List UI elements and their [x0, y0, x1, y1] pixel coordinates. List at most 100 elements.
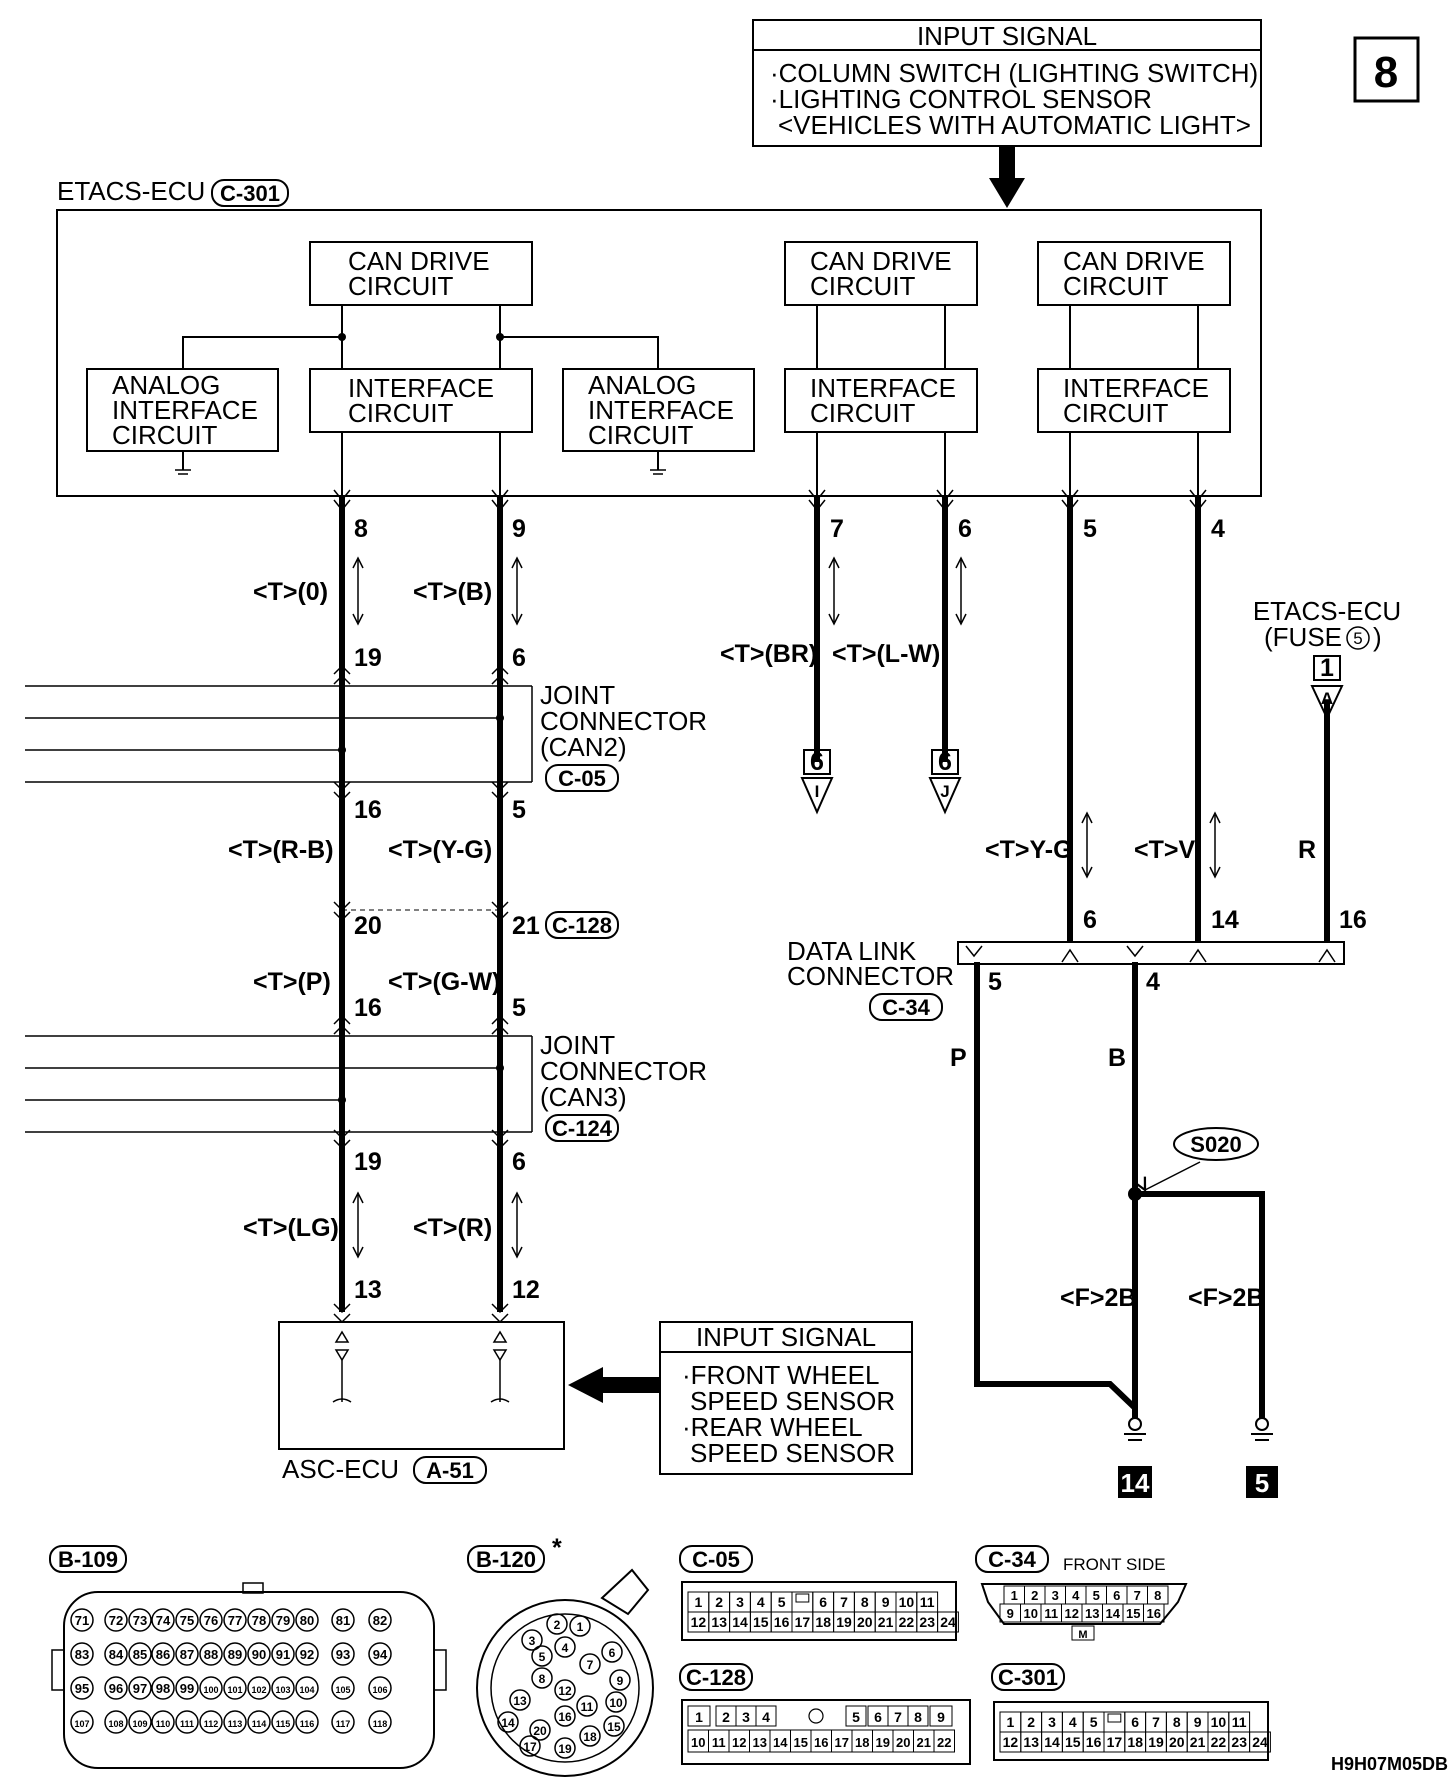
pin-circle [175, 1710, 199, 1734]
pin-circle [531, 1645, 553, 1667]
svg-text:SPEED SENSOR: SPEED SENSOR [690, 1438, 895, 1468]
pin-number: 4 [762, 1709, 770, 1725]
pin-number: 109 [132, 1719, 147, 1729]
pin-number: 12 [1003, 1734, 1019, 1750]
pin-circle [497, 1711, 519, 1733]
pin-circle [151, 1710, 175, 1734]
pin-number: 22 [1211, 1734, 1227, 1750]
pin-number: 110 [156, 1719, 171, 1729]
pin-number: 3 [529, 1634, 536, 1648]
pin-5a: 5 [512, 796, 526, 824]
pin-circle [128, 1608, 152, 1632]
pin-13: 13 [354, 1276, 382, 1304]
key-slot [1107, 1713, 1122, 1723]
pin-circle [368, 1676, 392, 1700]
pin-circle [70, 1710, 94, 1734]
pin-circle [199, 1710, 223, 1734]
pin-number: 3 [736, 1594, 744, 1610]
pin-number: 106 [372, 1685, 387, 1695]
pin-circle [331, 1642, 355, 1666]
etacs-fuse-l2: (FUSE [1264, 622, 1342, 652]
pin-circle [605, 1691, 627, 1713]
pin-number: 11 [1232, 1714, 1247, 1730]
key-slot [1071, 1625, 1095, 1641]
etacs-ecu-label: ETACS-ECU [57, 176, 205, 206]
pin-number: 71 [75, 1613, 89, 1628]
pin-number: 15 [1126, 1606, 1140, 1621]
pin-number: 84 [109, 1647, 124, 1662]
pin-circle [603, 1715, 625, 1737]
wire-label-lw: <T>(L-W) [832, 640, 940, 668]
etacs-ecu-frame [56, 209, 1262, 497]
pin-circle [104, 1642, 128, 1666]
pin-number: 17 [1107, 1734, 1123, 1750]
pin-number: 16 [1086, 1734, 1102, 1750]
pin-circle [151, 1676, 175, 1700]
pin-number: 4 [1069, 1714, 1077, 1730]
pin-circle [368, 1642, 392, 1666]
pin-circle [70, 1608, 94, 1632]
can-drive-1-l1: CAN DRIVE [348, 246, 490, 276]
pin-number: 2 [715, 1594, 723, 1610]
pin-number: 3 [1048, 1714, 1056, 1730]
pin-circle [199, 1608, 223, 1632]
pin-number: 23 [919, 1614, 935, 1630]
splice-label: S020 [1190, 1132, 1241, 1157]
can-drive-2-l2: CIRCUIT [810, 271, 916, 301]
top-input-signal-box: INPUT SIGNAL ·COLUMN SWITCH (LIGHTING SW… [752, 19, 1262, 147]
pin-number: 6 [874, 1709, 882, 1725]
pin-circle [519, 1735, 541, 1757]
dlc-pin-5: 5 [988, 968, 1002, 996]
pin-circle [104, 1710, 128, 1734]
pin-circle [576, 1695, 598, 1717]
pin-cell [937, 1611, 959, 1633]
pin-number: 11 [920, 1594, 935, 1610]
pin-number: 17 [795, 1614, 811, 1630]
pin-number: 113 [228, 1719, 243, 1729]
pin-cell [929, 1705, 953, 1727]
pin-number: 10 [899, 1594, 915, 1610]
pin-number: 5 [852, 1709, 860, 1725]
pin-number: 11 [712, 1735, 726, 1750]
pin-circle [223, 1642, 247, 1666]
wire-label-lg: <T>(LG) [243, 1214, 339, 1242]
wire-label-br: <T>(BR) [720, 640, 817, 668]
ref-connector-i: 6 I [800, 748, 834, 815]
asc-internal-icon [332, 1330, 510, 1403]
etacs-pin-6: 6 [958, 515, 972, 543]
pin-number: 22 [937, 1735, 951, 1750]
can-drive-3-l1: CAN DRIVE [1063, 246, 1205, 276]
etacs-fuse-l1: ETACS-ECU [1253, 596, 1401, 626]
pin-number: 7 [1152, 1714, 1160, 1730]
dlc-code: C-34 [882, 995, 930, 1020]
pin-circle [223, 1608, 247, 1632]
pin-circle [175, 1642, 199, 1666]
pin-cell [933, 1729, 955, 1753]
pin-number: 75 [180, 1613, 194, 1628]
analog-1-l2: INTERFACE [112, 395, 258, 425]
pin-circle [128, 1676, 152, 1700]
wire-label-pp: P [950, 1044, 967, 1072]
pin-circle [531, 1667, 553, 1689]
ground-icon [1124, 1417, 1273, 1441]
analog-2-l2: INTERFACE [588, 395, 734, 425]
pin-number: 23 [1231, 1734, 1247, 1750]
pin-number: 8 [1154, 1588, 1161, 1603]
bidirectional-arrow-icon [352, 556, 1221, 1259]
pin-20: 20 [354, 912, 382, 940]
pin-circle [175, 1676, 199, 1700]
etacs-pin-7: 7 [830, 515, 844, 543]
pin-number: 74 [156, 1613, 171, 1628]
etacs-fuse-l2-end: ) [1373, 622, 1382, 652]
pin-19b: 19 [354, 1148, 382, 1176]
etacs-pin-8: 8 [354, 515, 368, 543]
pin-6a: 6 [512, 644, 526, 672]
etacs-fuse-number: 5 [1353, 629, 1362, 648]
joint-connector-can2-outline [25, 685, 533, 783]
pin-number: 72 [109, 1613, 123, 1628]
pin-number: 19 [836, 1614, 852, 1630]
c128-code: C-128 [552, 913, 612, 938]
pin-number: 1 [577, 1620, 584, 1634]
pin-circle [579, 1725, 601, 1747]
pin-number: 9 [937, 1709, 945, 1725]
